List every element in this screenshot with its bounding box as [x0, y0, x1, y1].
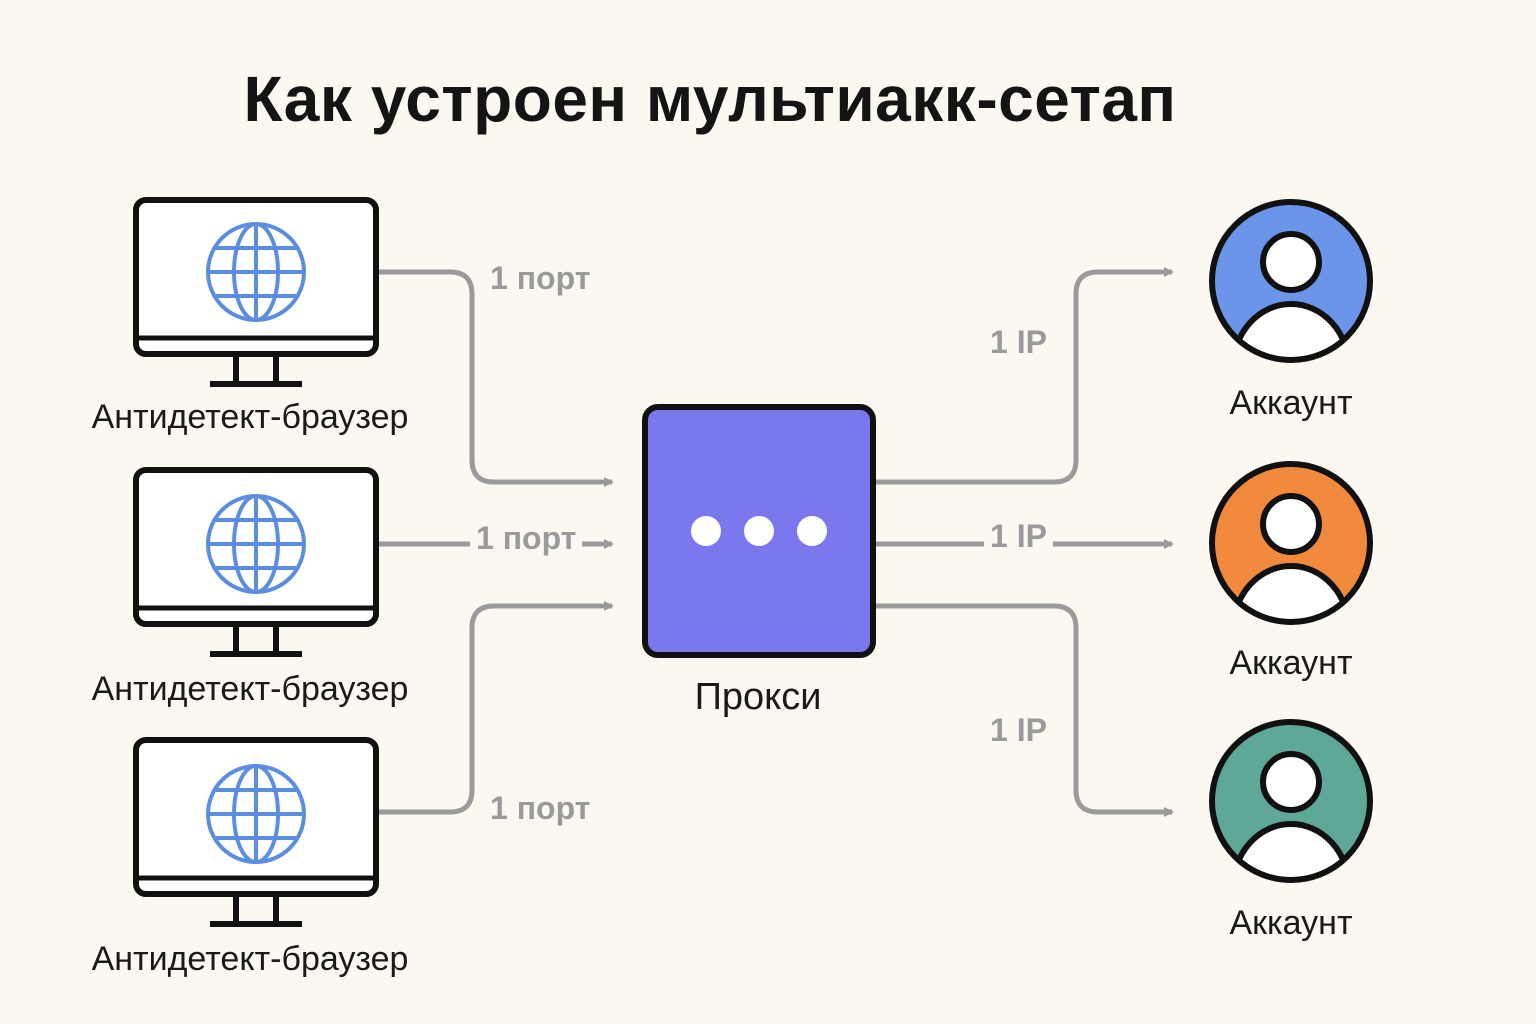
browser-label: Антидетект-браузер	[91, 398, 409, 436]
account-label: Аккаунт	[1229, 904, 1353, 942]
globe-icon	[206, 494, 306, 594]
account-node	[1206, 458, 1376, 628]
browser-label: Антидетект-браузер	[91, 940, 409, 978]
account-label: Аккаунт	[1229, 644, 1353, 682]
browser-node	[130, 736, 384, 936]
globe-icon	[206, 222, 306, 322]
edge-label-port: 1 порт	[484, 790, 597, 827]
edge-label-ip: 1 IP	[984, 712, 1053, 749]
edge-label-ip: 1 IP	[984, 518, 1053, 555]
edge-label-port: 1 порт	[484, 260, 597, 297]
proxy-label: Прокси	[694, 676, 822, 718]
connector-browser-1-to-proxy	[378, 269, 614, 487]
user-icon	[1209, 199, 1373, 363]
account-node	[1206, 716, 1376, 886]
diagram-title: Как устроен мультиакк-сетап	[243, 63, 1177, 135]
proxy-node	[642, 404, 876, 658]
globe-icon	[206, 764, 306, 864]
connector-proxy-to-account-1	[876, 267, 1174, 485]
account-node	[1206, 196, 1376, 366]
proxy-box	[642, 404, 876, 658]
edge-label-ip: 1 IP	[984, 324, 1053, 361]
browser-node	[130, 466, 384, 666]
ellipsis-icon	[691, 516, 827, 546]
edge-label-port: 1 порт	[470, 520, 583, 557]
connector-proxy-to-account-3	[876, 603, 1174, 817]
connector-browser-3-to-proxy	[378, 601, 614, 815]
browser-node	[130, 196, 384, 396]
account-label: Аккаунт	[1229, 384, 1353, 422]
browser-label: Антидетект-браузер	[91, 670, 409, 708]
user-icon	[1209, 461, 1373, 625]
user-icon	[1209, 719, 1373, 883]
